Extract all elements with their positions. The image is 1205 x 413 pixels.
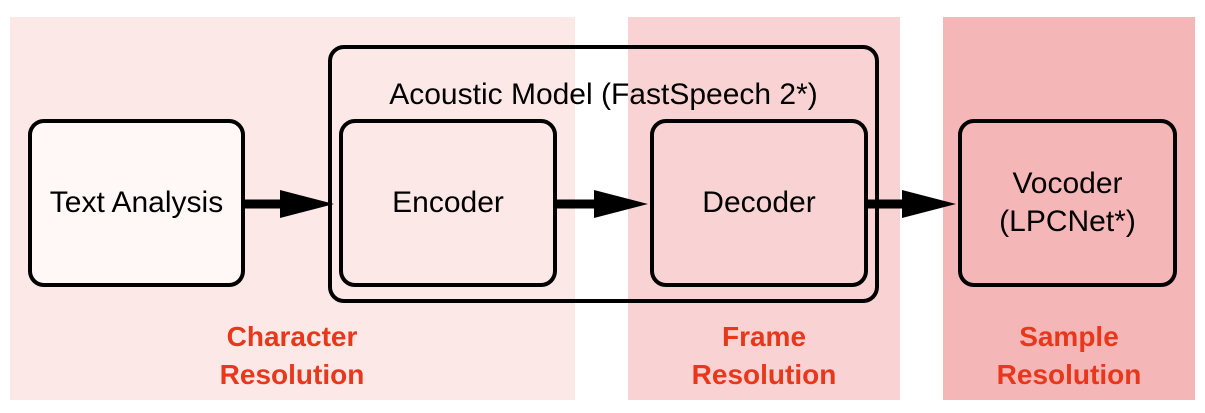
vocoder-block: Vocoder (LPCNet*) — [958, 119, 1177, 287]
acoustic-model-title: Acoustic Model (FastSpeech 2*) — [389, 78, 818, 111]
acoustic-model-container — [328, 45, 879, 303]
vocoder-label: Vocoder — [1012, 167, 1123, 200]
arrow-encoder-to-decoder — [557, 190, 648, 218]
text-analysis-label: Text Analysis — [49, 186, 224, 219]
decoder-label: Decoder — [702, 186, 816, 219]
encoder-block: Encoder — [339, 119, 557, 287]
character-resolution-label: Character Resolution — [219, 321, 365, 390]
encoder-label: Encoder — [392, 186, 504, 219]
vocoder-subtitle: (LPCNet*) — [999, 205, 1136, 238]
arrow-decoder-to-vocoder — [868, 190, 956, 218]
sample-resolution-label: Sample Resolution — [996, 321, 1142, 390]
arrow-text-to-encoder — [245, 190, 334, 218]
frame-resolution-label: Frame Resolution — [691, 321, 837, 390]
decoder-block: Decoder — [650, 119, 868, 287]
text-analysis-block: Text Analysis — [28, 119, 245, 287]
